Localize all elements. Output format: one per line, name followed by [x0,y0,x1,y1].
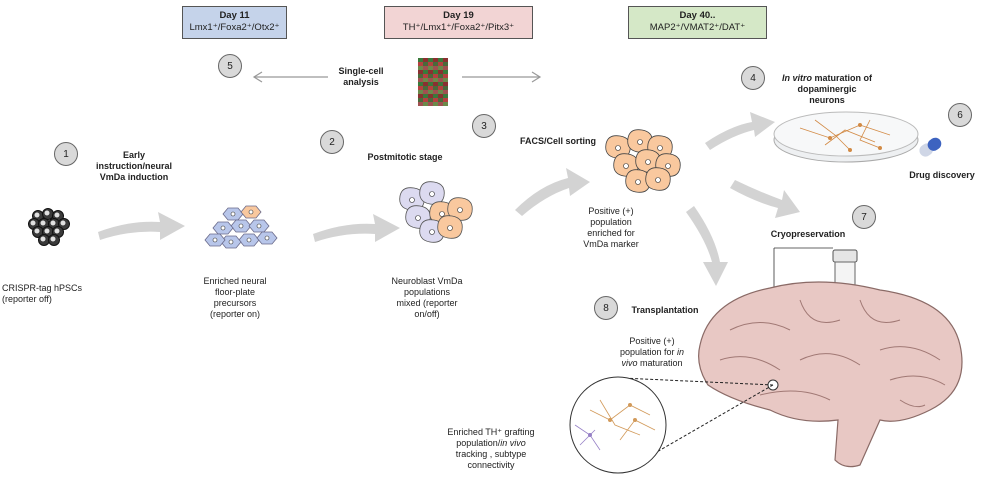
step-5-label: Single-cell analysis [326,66,396,88]
step-2-badge: 2 [320,130,344,154]
hpsc-cluster [28,208,70,246]
day-19-title: Day 19 [443,10,474,21]
gr-caption-1: Enriched TH⁺ grafting [447,427,535,437]
pos-caption-4: VmDa marker [583,239,639,249]
step-4-line-2: dopaminergic [797,84,857,94]
step-5-line-2: analysis [343,77,379,87]
tr-caption-2: population for in [602,347,702,358]
nb-caption-3: mixed (reporter [396,298,458,308]
flow-arrows [98,112,800,286]
fp-caption-2: floor-plate [214,287,256,297]
tr-caption-2a: population for [619,347,678,357]
tr-caption-3b: maturation [637,358,683,368]
nb-caption-2: populations [403,287,451,297]
fp-caption-3: precursors [213,298,257,308]
day-11-markers: Lmx1⁺/Foxa2⁺/Otx2⁺ [189,22,280,33]
sorted-cells [605,129,681,193]
gr-caption-3: tracking , subtype [455,449,527,459]
positive-caption: Positive (+) population enriched for VmD… [576,206,646,250]
transplant-caption: Positive (+) population for in vivo matu… [602,336,702,369]
step-7-label: Cryopreservation [770,229,846,239]
day-11-title: Day 11 [219,10,250,21]
tr-caption-1: Positive (+) [629,336,675,346]
step-4-badge: 4 [741,66,765,90]
day-40-markers: MAP2⁺/VMAT2⁺/DAT⁺ [649,22,746,33]
single-cell-arrow [252,71,542,83]
day-40-title: Day 40.. [679,10,716,21]
day-19-box: Day 19 TH⁺/Lmx1⁺/Foxa2⁺/Pitx3⁺ [384,6,533,39]
step-3-badge: 3 [472,114,496,138]
day-11-box: Day 11 Lmx1⁺/Foxa2⁺/Otx2⁺ [182,6,287,39]
step-5-line-1: Single-cell [338,66,384,76]
day-19-markers: TH⁺/Lmx1⁺/Foxa2⁺/Pitx3⁺ [402,22,515,33]
fp-caption-4: (reporter on) [209,309,261,319]
gr-caption-2a: population/ [456,438,501,448]
pos-caption-2: population [590,217,632,227]
step-7-badge: 7 [852,205,876,229]
step-1-line-3: VmDa induction [99,172,169,182]
step-4-rest: maturation of [812,73,873,83]
tr-caption-3a: vivo [621,358,638,368]
step-4-italic: In vitro [781,73,812,83]
tr-caption-3: vivo maturation [602,358,702,369]
step-6-badge: 6 [948,103,972,127]
step-8-badge: 8 [594,296,618,320]
capsule-icon [919,137,942,157]
graft-zoom [569,376,774,474]
hpsc-caption-2: (reporter off) [2,294,52,304]
neuroblast-cells [399,181,473,243]
heatmap-icon [418,58,448,106]
fp-caption-1: Enriched neural [203,276,267,286]
neuroblast-caption: Neuroblast VmDa populations mixed (repor… [382,276,472,320]
step-1-label: Early instruction/neural VmDa induction [78,150,190,183]
brain-illustration [698,281,963,468]
gr-caption-2: population/in vivo [436,438,546,449]
hpsc-caption-1: CRISPR-tag hPSCs [2,283,83,293]
pos-caption-1: Positive (+) [588,206,634,216]
hpsc-caption: CRISPR-tag hPSCs (reporter off) [2,283,92,305]
step-1-badge: 1 [54,142,78,166]
floor-plate-cells [204,205,278,249]
gr-caption-4: connectivity [467,460,515,470]
day-40-box: Day 40.. MAP2⁺/VMAT2⁺/DAT⁺ [628,6,767,39]
step-2-label: Postmitotic stage [367,152,443,162]
gr-caption-2b: in vivo [500,438,526,448]
nb-caption-4: on/off) [414,309,440,319]
petri-dish [773,111,919,163]
step-1-line-2: instruction/neural [95,161,172,171]
step-4-line-1: In vitro maturation of [762,73,892,84]
step-4-line-3: neurons [809,95,845,105]
graft-caption: Enriched TH⁺ grafting population/in vivo… [436,427,546,471]
step-3-label: FACS/Cell sorting [519,136,596,146]
step-6-label: Drug discovery [909,170,975,180]
floorplate-caption: Enriched neural floor-plate precursors (… [190,276,280,320]
tr-caption-2b: in [677,347,685,357]
step-8-label: Transplantation [631,305,699,315]
step-4-label: In vitro maturation of dopaminergic neur… [762,73,892,106]
nb-caption-1: Neuroblast VmDa [391,276,463,286]
step-5-badge: 5 [218,54,242,78]
pos-caption-3: enriched for [587,228,635,238]
step-1-line-1: Early [122,150,146,160]
